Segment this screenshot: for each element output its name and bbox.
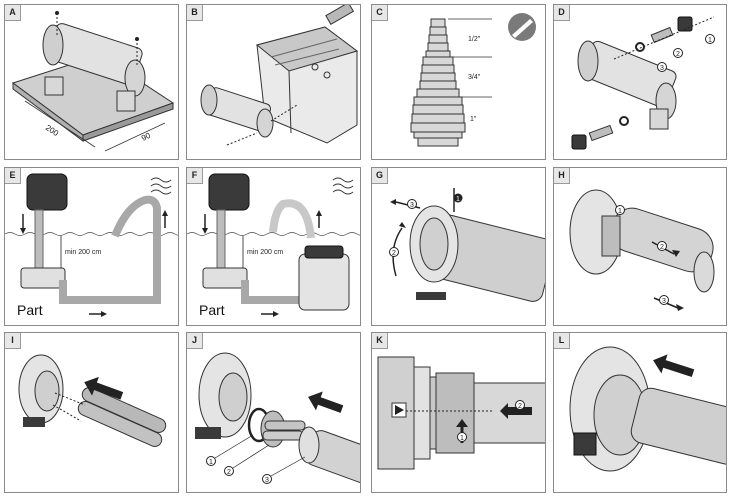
quartz-sleeve [630,387,726,465]
panel-letter: E [5,168,21,184]
size-label-one-inch: 1" [470,116,477,123]
panel-j-illustration: 1 2 3 [195,352,360,484]
callout-2: 2 [392,250,396,257]
callout-2-marker [224,466,234,476]
panel-h: H 1 2 3 [553,167,727,326]
panel-g: G 1 2 3 [371,167,546,326]
panel-c: C 1/2" 3/4" 1" [371,4,546,160]
min-distance-label: min 200 cm [65,249,101,256]
callout-1: 1 [618,208,622,215]
uv-clarifier [20,267,66,289]
dimension-length: 200 [44,123,61,138]
panel-letter: H [554,168,570,184]
dimension-width: 90 [140,131,152,143]
panel-c-illustration: 1/2" 3/4" 1" [410,13,536,147]
panel-a: A 200 90 [4,4,179,160]
panel-i-illustration [18,354,167,447]
panel-b-illustration [200,5,359,146]
hose-tail [650,26,674,44]
panel-letter: K [372,333,388,349]
panel-d-illustration: 1 2 3 [571,16,715,150]
callout-2: 2 [676,51,680,58]
panel-a-illustration: 200 90 [11,11,175,152]
panel-g-illustration: 1 2 3 [389,188,545,302]
panel-b: B [186,4,361,160]
callout-2: 2 [227,469,231,476]
panel-letter: G [372,168,388,184]
pump [26,173,68,211]
pressure-filter [298,253,350,311]
panel-letter: D [554,5,570,21]
saw-cut-icon [508,13,536,41]
callout-2-marker [657,241,667,251]
panel-e-illustration: min 200 cm [5,173,178,317]
panel-letter: F [187,168,203,184]
panel-letter: A [5,5,21,21]
callout-2: 2 [660,244,664,251]
panel-letter: C [372,5,388,21]
callout-3-marker [657,62,667,72]
callout-1-marker [705,34,715,44]
size-label-half-inch: 1/2" [468,36,481,43]
callout-2-marker [673,48,683,58]
o-ring [635,42,645,52]
hose-tail [588,124,614,142]
push-arrow [653,354,695,377]
uv-clarifier [202,267,248,289]
callout-1: 1 [456,196,460,203]
callout-3-marker [407,199,417,209]
callout-1-marker [457,432,467,442]
panel-l: L [553,332,727,493]
water-surface [5,232,178,236]
size-label-three-quarter-inch: 3/4" [468,74,481,81]
stepped-hose-tail [410,18,466,147]
part-label: Part [199,302,225,318]
insert-arrow [84,376,124,400]
callout-2-marker [515,400,525,410]
panel-letter: B [187,5,203,21]
callout-3-marker [262,474,272,484]
panel-e: E min 200 cm Part [4,167,179,326]
callout-1: 1 [209,459,213,466]
panel-d: D 1 2 3 [553,4,727,160]
hose-connector [325,5,355,26]
callout-3-marker [659,295,669,305]
waves-icon [150,177,172,195]
callout-1-marker [206,456,216,466]
union-nut [571,134,587,150]
panel-letter: J [187,333,203,349]
screw-icon [55,11,59,15]
panel-k: K 2 1 [371,332,546,493]
o-ring [619,116,629,126]
part-label: Part [17,302,43,318]
callout-1-marker [453,193,463,203]
insert-arrow [308,391,344,413]
panel-i: I [4,332,179,493]
callout-3: 3 [662,298,666,305]
panel-f-illustration: min 200 cm [187,173,360,317]
callout-2-marker [389,247,399,257]
callout-3: 3 [410,202,414,209]
callout-1: 1 [708,37,712,44]
panel-letter: I [5,333,21,349]
panel-j: J 1 2 3 [186,332,361,493]
return-hose [59,195,161,304]
waves-icon [332,177,354,195]
panel-k-illustration: 2 1 [377,356,545,470]
panel-letter: L [554,333,570,349]
min-distance-label: min 200 cm [247,249,283,256]
callout-3: 3 [660,65,664,72]
callout-1-marker [615,205,625,215]
panel-h-illustration: 1 2 3 [569,189,715,311]
callout-1: 1 [460,435,464,442]
uv-lamp [77,387,167,447]
pump [208,173,250,211]
callout-2: 2 [518,403,522,410]
screw-icon [135,37,139,41]
panel-l-illustration [569,346,726,472]
callout-3: 3 [265,477,269,484]
panel-f: F min 200 cm Part [186,167,361,326]
